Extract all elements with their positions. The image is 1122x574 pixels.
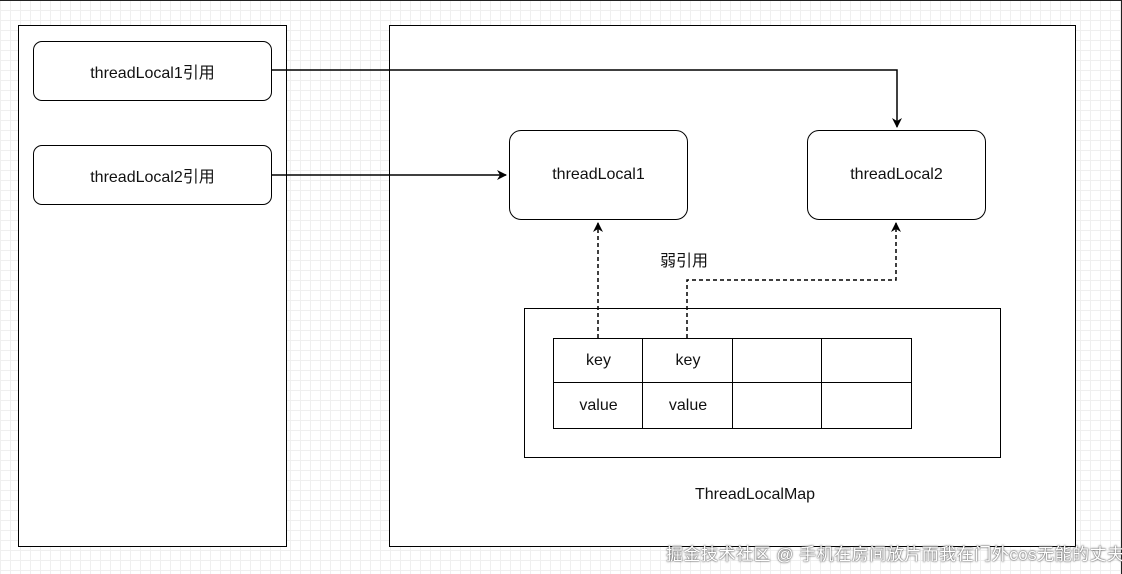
map-cell-value-3[interactable]: [732, 382, 823, 429]
map-cell-value-1[interactable]: value: [553, 382, 644, 429]
weak-reference-arrow-2: [686, 222, 901, 338]
map-cell-key-1[interactable]: key: [553, 338, 644, 384]
watermark-text: 掘金技术社区 @ 手机在房间放片而我在门外cos无能的丈夫: [666, 545, 1122, 564]
map-cell-value-2[interactable]: value: [642, 382, 734, 429]
threadlocal1-reference-label: threadLocal1引用: [90, 65, 215, 82]
map-cell-text: key: [675, 352, 701, 369]
map-cell-text: key: [586, 352, 611, 369]
strong-reference-arrow-1: [272, 69, 902, 128]
map-cell-text: value: [579, 396, 618, 414]
threadlocal2-reference-label: threadLocal2引用: [90, 169, 215, 186]
map-cell-text: value: [668, 396, 708, 414]
top-border: [0, 0, 1122, 1]
map-cell-value-4[interactable]: [821, 382, 912, 429]
threadlocal1-reference-node[interactable]: threadLocal1引用: [33, 41, 272, 101]
thread-stack-panel: [18, 25, 287, 547]
threadlocal1-node[interactable]: threadLocal1: [509, 130, 688, 220]
map-cell-key-2[interactable]: key: [642, 338, 734, 384]
map-cell-key-4[interactable]: [821, 338, 912, 384]
heap-panel: [389, 25, 1076, 547]
threadlocal2-reference-node[interactable]: threadLocal2引用: [33, 145, 272, 205]
threadlocal2-label: threadLocal2: [850, 166, 943, 183]
weak-reference-label: 弱引用: [660, 253, 709, 270]
threadlocalmap-label: ThreadLocalMap: [695, 486, 816, 503]
threadlocal2-node[interactable]: threadLocal2: [807, 130, 986, 220]
threadlocal1-label: threadLocal1: [552, 166, 645, 183]
